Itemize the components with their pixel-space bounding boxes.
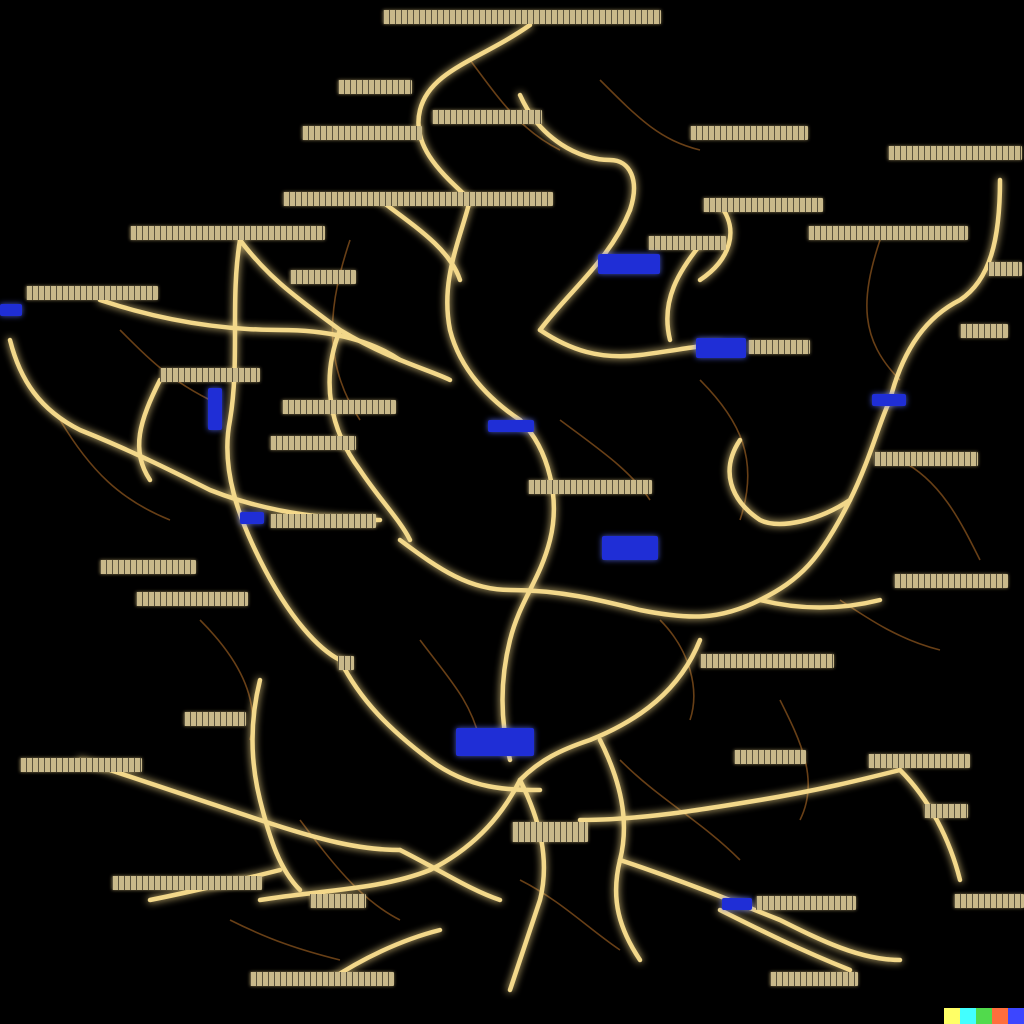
label-block	[26, 286, 158, 300]
label-block	[282, 400, 396, 414]
label-block	[383, 10, 661, 24]
label-block	[270, 436, 356, 450]
label-block	[960, 324, 1008, 338]
label-block	[160, 368, 260, 382]
label-block	[748, 340, 810, 354]
label-block	[184, 712, 246, 726]
watermark-swatch	[944, 1008, 960, 1024]
watermark-swatch	[1008, 1008, 1024, 1024]
main-veins	[7, 22, 1003, 993]
blue-highlight-tag	[456, 728, 534, 756]
label-block	[868, 754, 970, 768]
label-block	[528, 480, 652, 494]
label-block	[700, 654, 834, 668]
label-block	[270, 514, 376, 528]
label-block	[432, 110, 542, 124]
blue-highlight-tag	[602, 536, 658, 560]
label-block	[100, 560, 196, 574]
label-block	[302, 126, 422, 140]
label-block	[894, 574, 1008, 588]
blue-highlight-tag	[488, 420, 534, 432]
label-block	[512, 822, 588, 842]
blue-highlight-tag	[872, 394, 906, 406]
label-block	[136, 592, 248, 606]
watermark-swatch	[992, 1008, 1008, 1024]
blue-highlight-tag	[722, 898, 752, 910]
label-block	[338, 80, 412, 94]
label-block	[283, 192, 553, 206]
label-block	[290, 270, 356, 284]
blue-highlight-tag	[0, 304, 22, 316]
label-block	[808, 226, 968, 240]
label-block	[690, 126, 808, 140]
blue-highlight-tag	[696, 338, 746, 358]
blue-highlight-tag	[208, 388, 222, 430]
blue-highlight-tag	[240, 512, 264, 524]
label-block	[648, 236, 726, 250]
color-bar-watermark	[944, 1008, 1024, 1024]
label-block	[338, 656, 354, 670]
label-block	[703, 198, 823, 212]
label-block	[250, 972, 394, 986]
label-block	[874, 452, 978, 466]
watermark-swatch	[976, 1008, 992, 1024]
label-block	[988, 262, 1022, 276]
label-block	[954, 894, 1024, 908]
label-block	[20, 758, 142, 772]
label-block	[734, 750, 806, 764]
label-block	[112, 876, 262, 890]
label-block	[756, 896, 856, 910]
blue-highlight-tag	[598, 254, 660, 274]
label-block	[770, 972, 858, 986]
watermark-swatch	[960, 1008, 976, 1024]
label-block	[924, 804, 968, 818]
label-block	[888, 146, 1022, 160]
label-block	[130, 226, 325, 240]
label-block	[310, 894, 366, 908]
